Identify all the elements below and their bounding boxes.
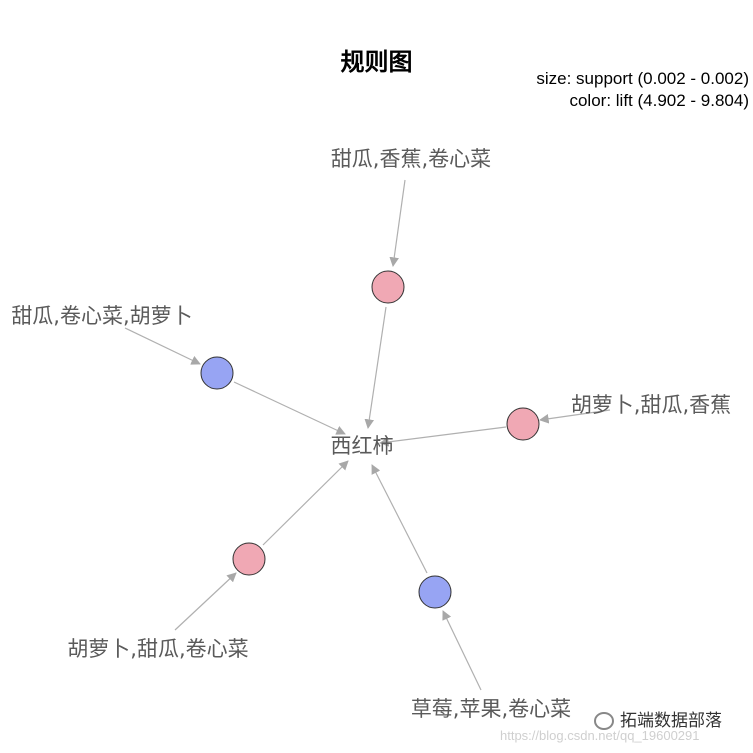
item-label-2: 甜瓜,卷心菜,胡萝卜 <box>11 304 192 328</box>
rule-node-2 <box>200 356 234 390</box>
edge-lhs-to-rule-3 <box>539 409 611 424</box>
edge-rule-to-target-2 <box>233 381 346 435</box>
rule-node-4 <box>232 542 266 576</box>
edge-rule-to-target-1 <box>364 306 387 429</box>
rule-node-5 <box>418 575 452 609</box>
watermark-brand: 拓端数据部落 <box>594 706 722 731</box>
legend-color: color: lift (4.902 - 9.804) <box>569 91 749 110</box>
item-label-5: 草莓,苹果,卷心菜 <box>411 697 571 721</box>
watermark-url: https://blog.csdn.net/qq_19600291 <box>500 728 700 743</box>
edge-lhs-to-rule-4 <box>174 572 237 631</box>
edge-lhs-to-rule-5 <box>442 610 482 691</box>
target-item-label: 西红柿 <box>331 434 394 458</box>
edge-lhs-to-rule-1 <box>389 179 406 267</box>
chart-title: 规则图 <box>340 48 413 76</box>
item-label-1: 甜瓜,香蕉,卷心菜 <box>331 147 491 171</box>
edge-lhs-to-rule-2 <box>124 327 201 365</box>
edge-rule-to-target-3 <box>379 426 507 447</box>
edge-rule-to-target-4 <box>262 460 349 546</box>
legend: size: support (0.002 - 0.002) color: lif… <box>536 68 749 112</box>
item-label-4: 胡萝卜,甜瓜,卷心菜 <box>67 637 248 661</box>
legend-size: size: support (0.002 - 0.002) <box>536 69 749 88</box>
watermark-brand-text: 拓端数据部落 <box>620 711 722 731</box>
item-label-3: 胡萝卜,甜瓜,香蕉 <box>571 393 731 417</box>
rule-node-1 <box>371 270 405 304</box>
wechat-icon <box>594 712 614 730</box>
rule-node-3 <box>506 407 540 441</box>
edge-rule-to-target-5 <box>371 464 428 574</box>
